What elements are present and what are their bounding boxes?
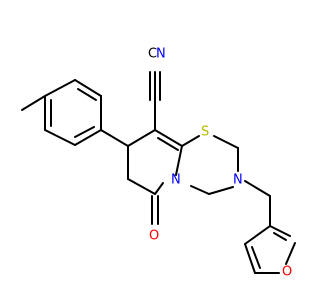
tolyl-ring-double-2	[74, 126, 95, 138]
pyridinone-bond-4	[154, 182, 164, 195]
tolyl-ring-bond-2	[74, 79, 102, 97]
furan-oxygen-label: O	[282, 265, 292, 280]
aryl-core-bond	[100, 129, 129, 147]
ring-nitrogen-label: N	[171, 173, 181, 188]
furan-double-1	[251, 246, 261, 269]
thiadiazine-bond-1	[213, 135, 239, 149]
ring-fusion-double-bond	[157, 137, 179, 151]
molecule-diagram: C N S N N O O	[21, 46, 296, 280]
pyridinone-bond-2	[154, 129, 183, 147]
pyridinone-bond-5	[127, 178, 156, 195]
amine-nitrogen-label: N	[233, 173, 243, 188]
nitrile-nitrogen-label: N	[156, 47, 166, 62]
pyridinone-bond-3	[175, 145, 183, 176]
thiazine-sulfur-label: S	[201, 125, 209, 140]
furan-bond-4	[285, 242, 296, 265]
furan-bond-2	[244, 243, 256, 274]
tolyl-ring-bond-1	[44, 79, 76, 97]
furan-bond-5	[269, 225, 291, 237]
ring-s-bond	[181, 135, 200, 147]
methyl-bond	[21, 95, 46, 111]
amine-methylene-bond	[244, 180, 271, 197]
structure-svg: C N S N N O O	[21, 47, 296, 280]
tolyl-ring-bond-4	[74, 129, 102, 146]
carbonyl-oxygen-label: O	[149, 229, 159, 244]
tolyl-ring-double-1	[77, 88, 97, 101]
tolyl-ring-bond-5	[44, 129, 76, 146]
thiadiazine-bond-4	[190, 185, 210, 195]
furan-bond-1	[244, 225, 271, 245]
thiadiazine-bond-3	[208, 186, 234, 195]
furan-double-2	[273, 232, 287, 241]
nitrile-carbon-label: C	[148, 47, 157, 62]
pyridinone-bond-1	[127, 129, 156, 147]
